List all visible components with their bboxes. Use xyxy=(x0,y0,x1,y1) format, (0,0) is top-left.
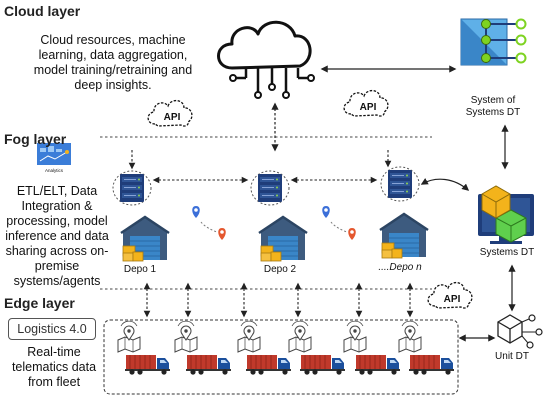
server-rack-icon xyxy=(387,169,413,199)
depot-label: Depo 2 xyxy=(263,264,297,275)
system-of-systems-label: System of Systems DT xyxy=(465,95,521,118)
cube-network-icon xyxy=(481,185,511,219)
cloud-layer-description: Cloud resources, machine learning, data … xyxy=(33,33,193,92)
analytics-icon: Analytics xyxy=(37,143,71,173)
unit-dt-label: Unit DT xyxy=(495,351,529,362)
truck-icon xyxy=(245,354,292,376)
location-pin-icon xyxy=(191,205,227,241)
truck-icon xyxy=(185,354,232,376)
truck-icon xyxy=(408,354,455,376)
server-rack-icon xyxy=(257,173,283,203)
fog-layer-description: ETL/ELT, Data Integration & processing, … xyxy=(5,184,109,288)
cube-network-icon xyxy=(497,314,543,349)
warehouse-icon xyxy=(257,215,309,263)
location-pin-icon xyxy=(321,205,357,241)
truck-icon xyxy=(299,354,346,376)
map-tag-icon xyxy=(237,320,261,353)
edge-layer-description: Real-time telematics data from fleet xyxy=(11,345,97,389)
cloud-network-icon xyxy=(217,20,315,99)
systems-dt-label: Systems DT xyxy=(479,247,535,258)
edge-layer-title: Edge layer xyxy=(4,295,75,311)
map-tag-icon xyxy=(288,320,312,353)
api-cloud-icon xyxy=(343,89,389,117)
warehouse-icon xyxy=(119,215,171,263)
map-tag-icon xyxy=(117,320,141,353)
api-cloud-icon xyxy=(147,99,193,127)
server-rack-icon xyxy=(119,173,145,203)
depot-label: ....Depo n xyxy=(378,262,422,273)
fog-layer-title: Fog layer xyxy=(4,131,67,147)
map-tag-icon xyxy=(343,320,367,353)
truck-icon xyxy=(354,354,401,376)
logistics-badge: Logistics 4.0 xyxy=(8,318,96,340)
fog-systems-link xyxy=(420,178,470,191)
depot-label: Depo 1 xyxy=(123,264,157,275)
cloud-layer-title: Cloud layer xyxy=(4,3,81,19)
map-tag-icon xyxy=(174,320,198,353)
fleet-container xyxy=(103,319,459,395)
hierarchy-tree-icon xyxy=(460,18,527,66)
fog-edge-links xyxy=(143,282,414,318)
warehouse-icon xyxy=(378,212,430,260)
map-tag-icon xyxy=(398,320,422,353)
analytics-caption: Analytics xyxy=(45,168,64,173)
truck-icon xyxy=(124,354,171,376)
api-cloud-icon xyxy=(427,281,473,309)
